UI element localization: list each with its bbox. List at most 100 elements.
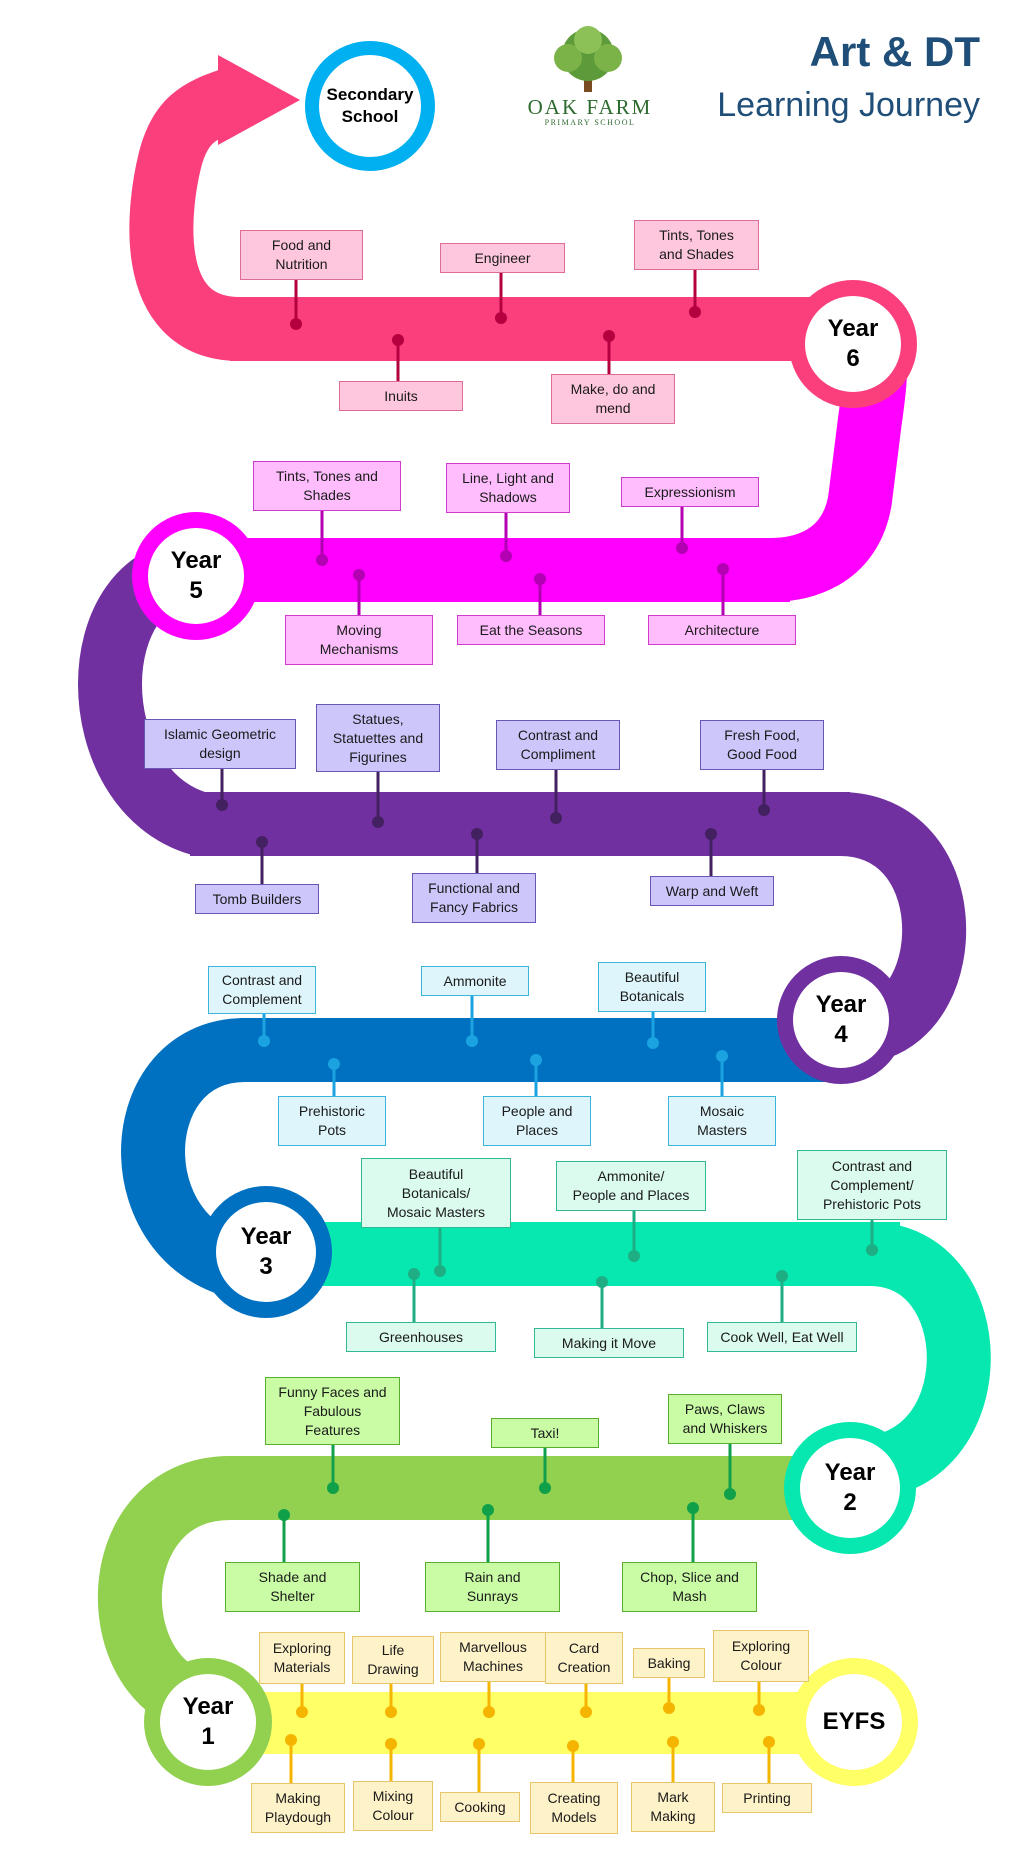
topic-connector-dot (763, 1736, 775, 1748)
year1-label: Year 1 (182, 1693, 234, 1750)
topic-connector-dot (687, 1502, 699, 1514)
topic-connector-dot (466, 1035, 478, 1047)
arrow-head-icon (218, 55, 300, 145)
topic-connector-dot (534, 573, 546, 585)
topic-connector-dot (495, 312, 507, 324)
topic-connector-dot (256, 836, 268, 848)
oak-tree-logo-icon (554, 26, 622, 92)
topic-connector-dot (647, 1037, 659, 1049)
topic-label-y3: People and Places (483, 1096, 591, 1146)
topic-connector-dot (434, 1265, 446, 1277)
year4-label: Year 4 (815, 991, 867, 1048)
topic-connector-dot (483, 1706, 495, 1718)
topic-connector-dot (278, 1509, 290, 1521)
topic-connector-dot (550, 812, 562, 824)
topic-connector-dot (776, 1270, 788, 1282)
topic-label-y1: Chop, Slice and Mash (622, 1562, 757, 1612)
year6-circle (789, 280, 917, 408)
topic-label-eyfs: Baking (633, 1648, 705, 1678)
topic-label-y4: Islamic Geometric design (144, 719, 296, 769)
topic-label-y4: Functional and Fancy Fabrics (412, 873, 536, 923)
topic-connector-dot (667, 1736, 679, 1748)
topic-connector-dot (753, 1704, 765, 1716)
topic-connector-dot (596, 1276, 608, 1288)
topic-connector-dot (717, 563, 729, 575)
topic-label-y6: Inuits (339, 381, 463, 411)
topic-label-y3: Ammonite (421, 966, 529, 996)
topic-connector-dot (328, 1058, 340, 1070)
topic-connector-dot (628, 1250, 640, 1262)
topic-label-y4: Contrast and Compliment (496, 720, 620, 770)
topic-connector-dot (471, 828, 483, 840)
topic-connector-dot (473, 1738, 485, 1750)
school-logo-sub: PRIMARY SCHOOL (544, 118, 636, 127)
topic-connector-dot (296, 1706, 308, 1718)
topic-connector-dot (689, 306, 701, 318)
topic-label-y6: Engineer (440, 243, 565, 273)
topic-connector-dot (716, 1050, 728, 1062)
eyfs-track (210, 1692, 830, 1754)
topic-label-y3: Mosaic Masters (668, 1096, 776, 1146)
topic-label-eyfs: Exploring Materials (259, 1632, 345, 1684)
topic-connector-dot (866, 1244, 878, 1256)
year2-circle (784, 1422, 916, 1554)
year6-label: Year 6 (827, 315, 879, 372)
school-logo-name: OAK FARM (527, 95, 653, 119)
secondary-school-circle (305, 41, 435, 171)
topic-label-eyfs: Mark Making (631, 1782, 715, 1832)
topic-label-eyfs: Mixing Colour (353, 1781, 433, 1831)
topic-label-eyfs: Cooking (440, 1792, 520, 1822)
topic-label-y5: Eat the Seasons (457, 615, 605, 645)
topic-label-y1: Funny Faces and Fabulous Features (265, 1377, 400, 1445)
topic-label-y6: Tints, Tones and Shades (634, 220, 759, 270)
topic-label-eyfs: Creating Models (530, 1782, 618, 1834)
year2-label: Year 2 (824, 1459, 876, 1516)
year-circles (132, 41, 918, 1786)
year5-label: Year 5 (170, 547, 222, 604)
year4-circle (777, 956, 905, 1084)
topic-label-y1: Taxi! (491, 1418, 599, 1448)
topic-connector-dot (327, 1482, 339, 1494)
topic-label-eyfs: Making Playdough (251, 1783, 345, 1833)
topic-label-y5: Line, Light and Shadows (446, 463, 570, 513)
topic-label-y1: Rain and Sunrays (425, 1562, 560, 1612)
topic-connector-dot (580, 1706, 592, 1718)
page-subtitle: Learning Journey (717, 86, 980, 124)
year1-circle (144, 1658, 272, 1786)
topic-label-y2: Making it Move (534, 1328, 684, 1358)
topic-label-eyfs: Exploring Colour (713, 1630, 809, 1682)
topic-label-y2: Beautiful Botanicals/ Mosaic Masters (361, 1158, 511, 1228)
topic-connector-dot (392, 334, 404, 346)
topic-label-y4: Fresh Food, Good Food (700, 720, 824, 770)
year3-label: Year 3 (240, 1223, 292, 1280)
topic-label-y2: Contrast and Complement/ Prehistoric Pot… (797, 1150, 947, 1220)
topic-connector-dot (482, 1504, 494, 1516)
topic-connector-dot (385, 1738, 397, 1750)
topic-label-y5: Architecture (648, 615, 796, 645)
topic-label-eyfs: Life Drawing (352, 1636, 434, 1684)
year5-circle (132, 512, 260, 640)
topic-label-y6: Food and Nutrition (240, 230, 363, 280)
eyfs-label: EYFS (822, 1708, 886, 1735)
topic-connector-dot (500, 550, 512, 562)
topic-label-y2: Greenhouses (346, 1322, 496, 1352)
topic-label-y1: Shade and Shelter (225, 1562, 360, 1612)
topic-connector-dot (372, 816, 384, 828)
topic-label-y3: Beautiful Botanicals (598, 962, 706, 1012)
topic-label-eyfs: Printing (722, 1783, 812, 1813)
topic-label-y4: Statues, Statuettes and Figurines (316, 704, 440, 772)
topic-label-eyfs: Marvellous Machines (440, 1632, 546, 1682)
page-title: Art & DT (809, 28, 980, 75)
year3-circle (200, 1186, 332, 1318)
topic-label-y6: Make, do and mend (551, 374, 675, 424)
topic-connector-dot (663, 1702, 675, 1714)
topic-connectors (216, 270, 878, 1792)
topic-label-y3: Contrast and Complement (208, 966, 316, 1014)
topic-connector-dot (705, 828, 717, 840)
year5-track (78, 538, 790, 855)
topic-label-y2: Ammonite/ People and Places (556, 1161, 706, 1211)
topic-connector-dot (676, 542, 688, 554)
topic-label-y3: Prehistoric Pots (278, 1096, 386, 1146)
topic-connector-dot (353, 569, 365, 581)
